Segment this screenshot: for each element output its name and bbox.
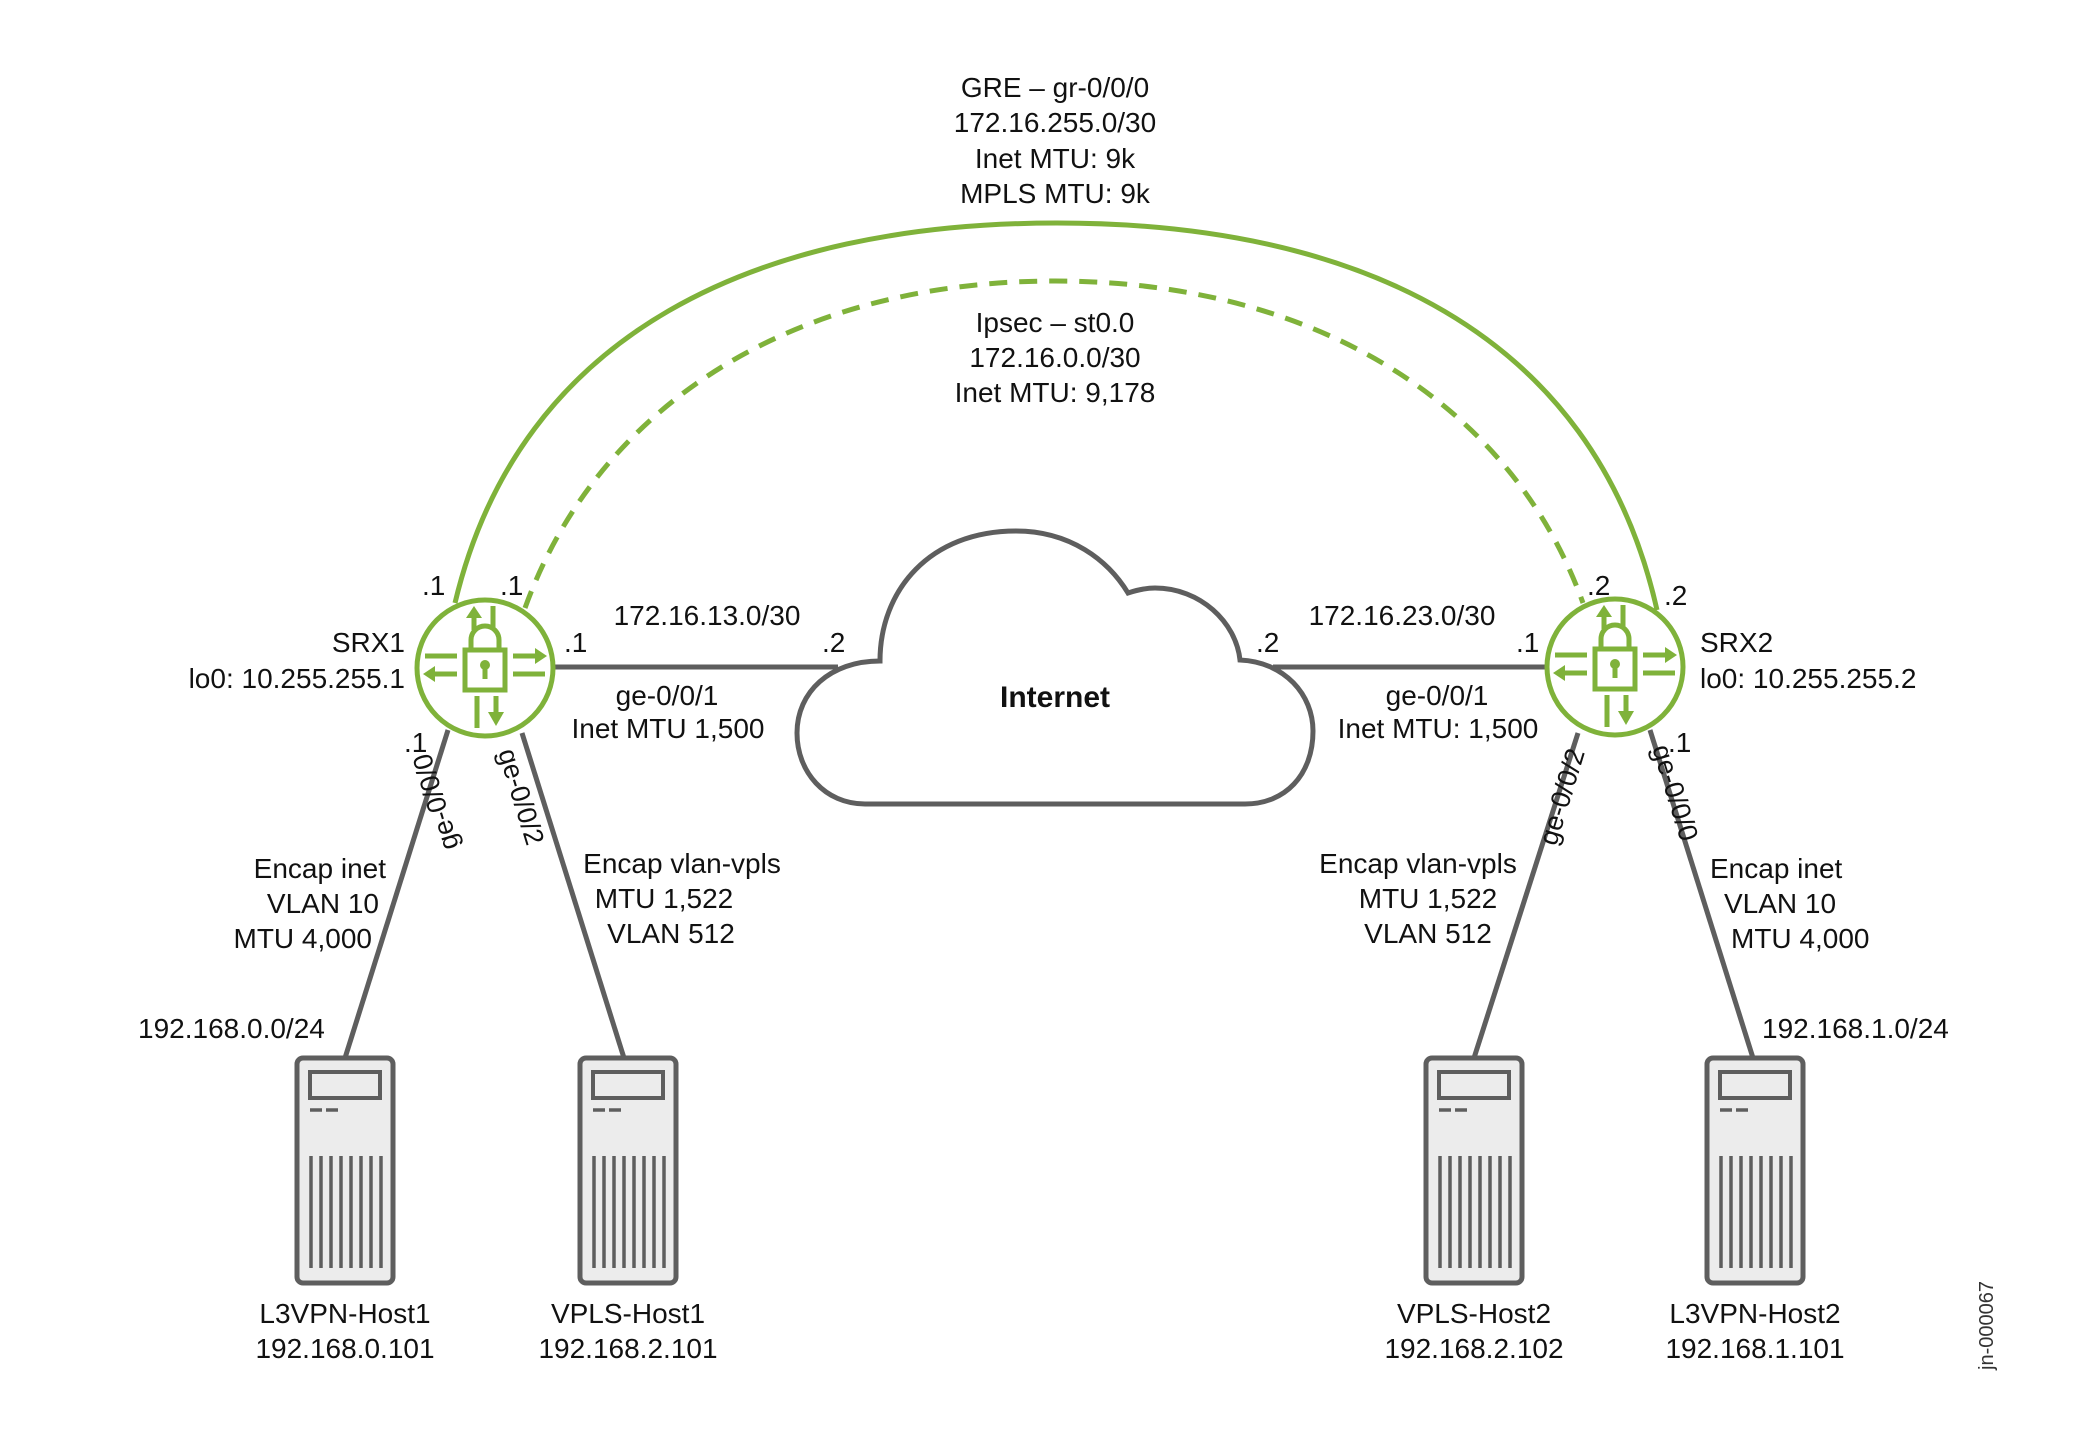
srx2-vpls-interface: ge-0/0/2 <box>1533 745 1591 849</box>
srx2-l3vpn-address: .1 <box>1668 727 1691 758</box>
srx1-internet-cloud-address: .2 <box>822 627 845 658</box>
srx2-internet-cloud-address: .2 <box>1256 627 1279 658</box>
figure-id: jn-000067 <box>1976 1281 1998 1371</box>
mtu-line: MTU 1,522 <box>595 883 734 914</box>
vlan-line: VLAN 10 <box>1724 888 1836 919</box>
srx1-name: SRX1 <box>332 627 405 658</box>
srx2-internet-interface: ge-0/0/1 <box>1386 680 1489 711</box>
gre-subnet-label: 172.16.255.0/30 <box>954 107 1156 138</box>
srx1-internet-srx-address: .1 <box>564 627 587 658</box>
srx2-device[interactable] <box>1547 599 1683 735</box>
mtu-line: MTU 4,000 <box>234 923 373 954</box>
srx1-internet-interface: ge-0/0/1 <box>616 680 719 711</box>
srx1-vpls-host1-link <box>519 732 627 1059</box>
srx1-loopback: lo0: 10.255.255.1 <box>189 663 405 694</box>
gre-tunnel-arc <box>452 220 1660 611</box>
srx1-l3vpn-host1-link <box>342 729 451 1059</box>
encap-line: Encap inet <box>254 853 387 884</box>
vlan-line: VLAN 512 <box>607 918 735 949</box>
host-name: VPLS-Host1 <box>551 1298 705 1329</box>
host-ip: 192.168.2.101 <box>538 1333 717 1364</box>
ipsec-mtu-label: Inet MTU: 9,178 <box>955 377 1156 408</box>
srx1-vpls-encap-label: Encap vlan-vpls MTU 1,522 VLAN 512 <box>583 848 781 949</box>
vlan-line: VLAN 10 <box>267 888 379 919</box>
gre-srx2-address: .2 <box>1664 580 1687 611</box>
vpls-host1[interactable]: VPLS-Host1 192.168.2.101 <box>538 1058 718 1364</box>
ipsec-interface-label: Ipsec – st0.0 <box>976 307 1135 338</box>
gre-inet-mtu-label: Inet MTU: 9k <box>975 143 1136 174</box>
l3vpn-host2-subnet: 192.168.1.0/24 <box>1762 1013 1949 1044</box>
ipsec-subnet-label: 172.16.0.0/30 <box>969 342 1140 373</box>
srx2-vpls-host2-link <box>1471 732 1581 1059</box>
encap-line: Encap vlan-vpls <box>583 848 781 879</box>
vpls-host2[interactable]: VPLS-Host2 192.168.2.102 <box>1384 1058 1564 1364</box>
srx2-name: SRX2 <box>1700 627 1773 658</box>
srx1-l3vpn-address: .1 <box>404 727 427 758</box>
internet-cloud <box>794 528 1316 807</box>
firewall-lock-icon <box>1547 599 1683 735</box>
internet-label: Internet <box>1000 681 1110 714</box>
encap-line: Encap inet <box>1710 853 1843 884</box>
srx2-internet-subnet: 172.16.23.0/30 <box>1309 600 1496 631</box>
vlan-line: VLAN 512 <box>1364 918 1492 949</box>
srx1-device[interactable] <box>417 600 553 736</box>
gre-tunnel-label: GRE – gr-0/0/0 172.16.255.0/30 Inet MTU:… <box>954 72 1156 209</box>
srx2-l3vpn-host2-link <box>1647 729 1756 1059</box>
l3vpn-host2[interactable]: L3VPN-Host2 192.168.1.101 <box>1665 1058 1845 1364</box>
server-icon <box>1426 1058 1522 1283</box>
server-icon <box>580 1058 676 1283</box>
srx2-vpls-encap-label: Encap vlan-vpls MTU 1,522 VLAN 512 <box>1319 848 1517 949</box>
srx2-internet-mtu: Inet MTU: 1,500 <box>1338 713 1539 744</box>
srx1-l3vpn-encap-label: Encap inet VLAN 10 MTU 4,000 <box>234 853 387 954</box>
gre-interface-label: GRE – gr-0/0/0 <box>961 72 1149 103</box>
srx2-internet-srx-address: .1 <box>1516 627 1539 658</box>
mtu-line: MTU 4,000 <box>1731 923 1870 954</box>
host-name: L3VPN-Host1 <box>259 1298 430 1329</box>
server-icon <box>1707 1058 1803 1283</box>
srx2-loopback: lo0: 10.255.255.2 <box>1700 663 1916 694</box>
srx1-internet-mtu: Inet MTU 1,500 <box>572 713 765 744</box>
ipsec-srx2-address: .2 <box>1587 570 1610 601</box>
host-ip: 192.168.2.102 <box>1384 1333 1563 1364</box>
srx1-internet-subnet: 172.16.13.0/30 <box>614 600 801 631</box>
host-name: L3VPN-Host2 <box>1669 1298 1840 1329</box>
l3vpn-host1[interactable]: L3VPN-Host1 192.168.0.101 <box>255 1058 435 1364</box>
ipsec-srx1-address: .1 <box>500 570 523 601</box>
encap-line: Encap vlan-vpls <box>1319 848 1517 879</box>
host-ip: 192.168.1.101 <box>1665 1333 1844 1364</box>
mtu-line: MTU 1,522 <box>1359 883 1498 914</box>
gre-mpls-mtu-label: MPLS MTU: 9k <box>960 178 1151 209</box>
host-ip: 192.168.0.101 <box>255 1333 434 1364</box>
ipsec-tunnel-arc <box>522 278 1586 609</box>
gre-srx1-address: .1 <box>422 570 445 601</box>
server-icon <box>297 1058 393 1283</box>
srx2-l3vpn-encap-label: Encap inet VLAN 10 MTU 4,000 <box>1710 853 1870 954</box>
l3vpn-host1-subnet: 192.168.0.0/24 <box>138 1013 325 1044</box>
host-name: VPLS-Host2 <box>1397 1298 1551 1329</box>
ipsec-tunnel-label: Ipsec – st0.0 172.16.0.0/30 Inet MTU: 9,… <box>955 307 1156 408</box>
firewall-lock-icon <box>417 600 553 736</box>
